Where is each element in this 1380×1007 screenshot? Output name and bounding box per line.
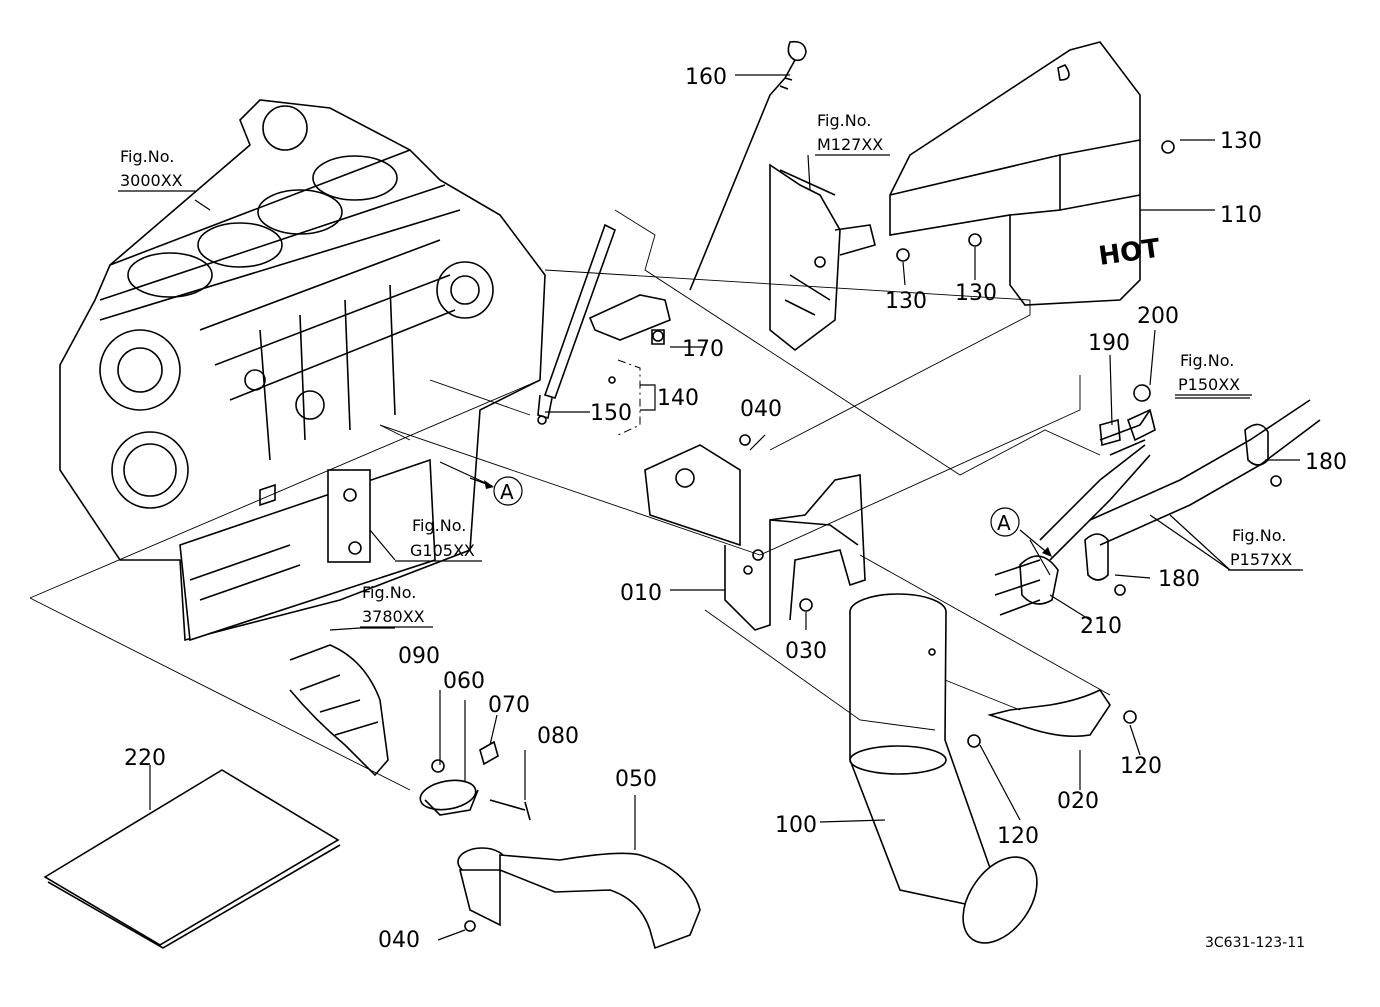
part-label: 110 <box>1220 203 1262 228</box>
part-label: 130 <box>885 289 927 314</box>
dipstick-illustration <box>537 40 807 436</box>
part-label: 020 <box>1057 789 1099 814</box>
fig-ref-code: 3780XX <box>362 607 425 626</box>
part-label: 040 <box>740 397 782 422</box>
connection-markers: A A <box>469 476 1052 557</box>
pipe-illustration <box>994 384 1321 616</box>
manual-illustration <box>43 769 341 949</box>
fig-ref-code: M127XX <box>817 135 883 154</box>
fig-ref-code: P150XX <box>1178 375 1240 394</box>
part-label: 120 <box>997 824 1039 849</box>
marker-a-label: A <box>500 480 514 504</box>
fig-ref-title: Fig.No. <box>1232 526 1286 545</box>
part-label: 010 <box>620 581 662 606</box>
part-label: 130 <box>1220 129 1262 154</box>
part-label: 160 <box>685 65 727 90</box>
part-label: 100 <box>775 813 817 838</box>
part-label: 130 <box>955 281 997 306</box>
fig-ref-code: G105XX <box>410 541 475 560</box>
part-label: 210 <box>1080 614 1122 639</box>
part-label: 190 <box>1088 331 1130 356</box>
part-label: 060 <box>443 669 485 694</box>
marker-a-circle <box>493 476 523 506</box>
part-label: 040 <box>378 928 420 953</box>
fig-ref-title: Fig.No. <box>817 111 871 130</box>
muffler-illustration <box>849 593 1038 944</box>
reference-lines <box>29 209 1111 791</box>
fig-ref-title: Fig.No. <box>362 583 416 602</box>
marker-a-circle <box>990 507 1020 537</box>
part-label: 090 <box>398 644 440 669</box>
exhaust-pipe-illustration <box>289 644 701 950</box>
bracket-illustration <box>769 163 876 352</box>
part-label: 080 <box>537 724 579 749</box>
muffler-bracket-illustration <box>644 434 866 631</box>
part-label: 180 <box>1158 567 1200 592</box>
part-label: 140 <box>657 386 699 411</box>
part-label: 050 <box>615 767 657 792</box>
part-label: 120 <box>1120 754 1162 779</box>
drawing-reference-number: 3C631-123-11 <box>1205 935 1305 951</box>
part-label: 030 <box>785 639 827 664</box>
fig-ref-code: 3000XX <box>120 171 183 190</box>
fig-ref-code: P157XX <box>1230 550 1292 569</box>
engine-block-illustration <box>59 99 546 642</box>
part-label: 180 <box>1305 450 1347 475</box>
part-label: 070 <box>488 693 530 718</box>
part-label: 220 <box>124 746 166 771</box>
marker-a-label: A <box>997 511 1011 535</box>
part-label: 200 <box>1137 304 1179 329</box>
fig-ref-title: Fig.No. <box>1180 351 1234 370</box>
fig-ref-title: Fig.No. <box>120 147 174 166</box>
figure-references: Fig.No. 3000XX Fig.No. M127XX Fig.No. P1… <box>118 111 1303 628</box>
part-label: 150 <box>590 401 632 426</box>
part-label: 170 <box>682 337 724 362</box>
part-numbers: 160 170 150 140 130 110 130 130 040 010 … <box>124 65 1347 953</box>
muffler-band-illustration <box>967 688 1137 748</box>
fig-ref-title: Fig.No. <box>412 516 466 535</box>
heat-shield-illustration: HOT <box>889 41 1175 306</box>
